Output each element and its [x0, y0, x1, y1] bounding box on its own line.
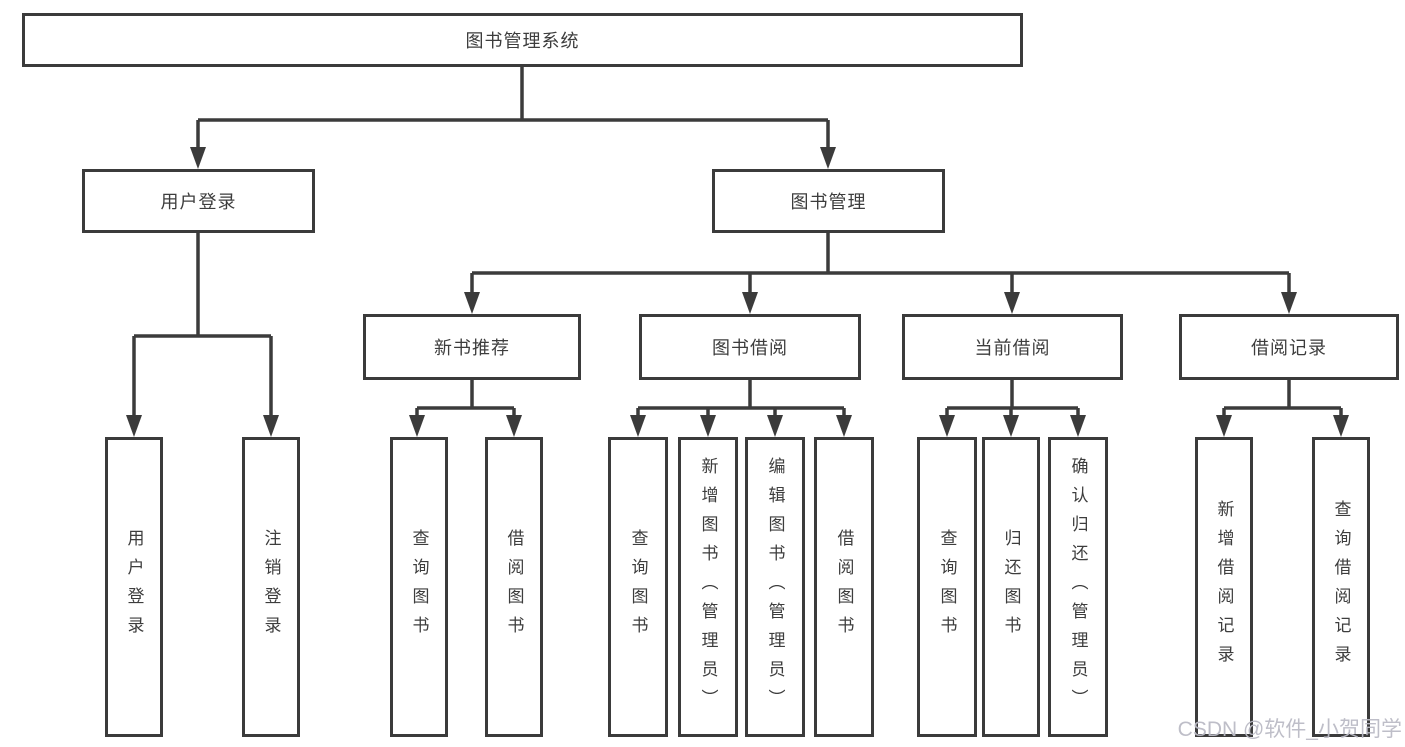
- leaf-borrow-query-books: 查询图书: [608, 437, 668, 737]
- leaf-borrow-books: 借阅图书: [814, 437, 874, 737]
- leaf-add-borrow-record: 新增借阅记录: [1195, 437, 1253, 737]
- csdn-watermark: CSDN @软件_小贺同学: [1177, 718, 1402, 741]
- node-new-book-recommend: 新书推荐: [363, 314, 581, 380]
- node-book-borrow: 图书借阅: [639, 314, 861, 380]
- leaf-edit-books-admin: 编辑图书（管理员）: [745, 437, 805, 737]
- leaf-recommend-borrow-books: 借阅图书: [485, 437, 543, 737]
- leaf-user-login: 用户登录: [105, 437, 163, 737]
- leaf-current-query-books: 查询图书: [917, 437, 977, 737]
- leaf-confirm-return-admin: 确认归还（管理员）: [1048, 437, 1108, 737]
- leaf-return-books: 归还图书: [982, 437, 1040, 737]
- leaf-add-books-admin: 新增图书（管理员）: [678, 437, 738, 737]
- node-borrow-records: 借阅记录: [1179, 314, 1399, 380]
- leaf-query-borrow-record: 查询借阅记录: [1312, 437, 1370, 737]
- arrowheads: [126, 147, 1349, 437]
- node-current-borrow: 当前借阅: [902, 314, 1123, 380]
- node-book-management: 图书管理: [712, 169, 945, 233]
- leaf-recommend-query-books: 查询图书: [390, 437, 448, 737]
- node-system-root: 图书管理系统: [22, 13, 1023, 67]
- leaf-logout: 注销登录: [242, 437, 300, 737]
- node-user-login: 用户登录: [82, 169, 315, 233]
